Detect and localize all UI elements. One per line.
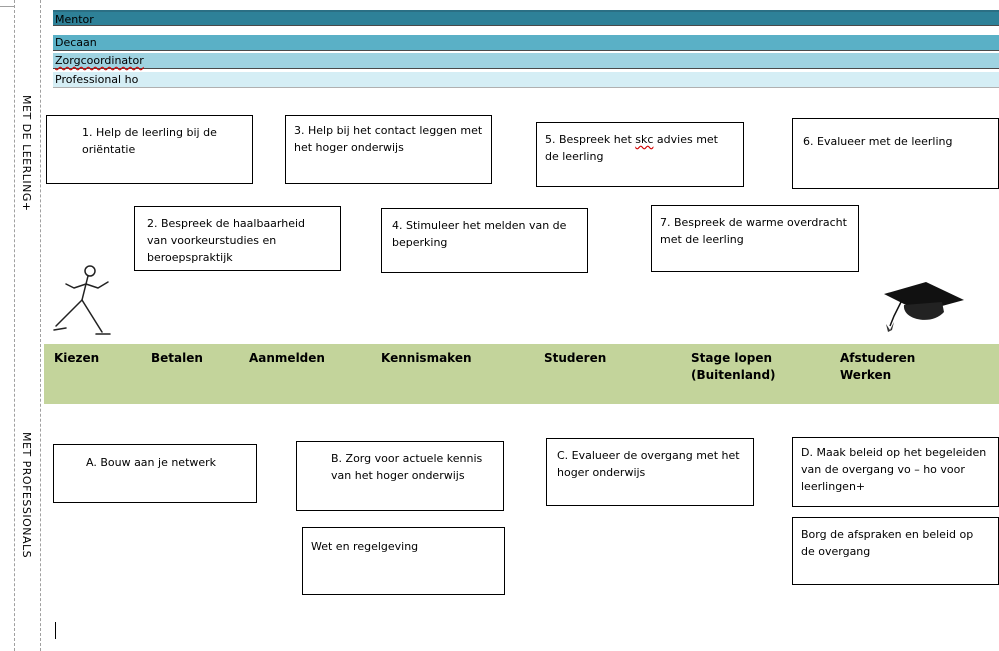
prof-step-b-box: B. Zorg voor actuele kennis van het hoge… [296,441,504,511]
stage-bar [44,344,999,404]
prof-step-d-text: D. Maak beleid op het begeleiden van de … [801,446,987,493]
margin-tick [0,6,14,7]
margin-guide-outer [14,0,15,651]
side-label-professionals: MET PROFESSIONALS [20,432,33,559]
step-3-box: 3. Help bij het contact leggen met het h… [285,115,492,184]
step-6-text: 6. Evalueer met de leerling [803,135,953,148]
stage-betalen: Betalen [151,351,203,365]
stage-aanmelden: Aanmelden [249,351,325,365]
stage-kiezen: Kiezen [54,351,100,365]
stage-kennismaken: Kennismaken [381,351,472,365]
prof-step-c-text: C. Evalueer de overgang met het hoger on… [557,449,740,479]
step-1-text: 1. Help de leerling bij de oriëntatie [82,126,217,156]
prof-wet-box: Wet en regelgeving [302,527,505,595]
role-band-professional-ho: Professional ho [53,72,999,88]
prof-step-d-box: D. Maak beleid op het begeleiden van de … [792,437,999,507]
role-band-decaan: Decaan [53,35,999,51]
stage-afstuderen-line-2: Werken [840,368,892,382]
prof-borg-text: Borg de afspraken en beleid op de overga… [801,528,974,558]
running-figure-icon [53,265,111,335]
role-label-zorgcoordinator: Zorgcoordinator [55,54,144,67]
step-5-box: 5. Bespreek het skc advies met de leerli… [536,122,744,187]
step-1-box: 1. Help de leerling bij de oriëntatie [46,115,253,184]
step-5-text-c: advies met de leerling [545,133,718,163]
step-7-text: 7. Bespreek de warme overdracht met de l… [660,216,847,246]
prof-borg-box: Borg de afspraken en beleid op de overga… [792,517,999,585]
role-band-zorgcoordinator: Zorgcoordinator [53,53,999,69]
margin-guide-inner [40,0,41,651]
prof-step-c-box: C. Evalueer de overgang met het hoger on… [546,438,754,506]
step-6-box: 6. Evalueer met de leerling [792,118,999,189]
step-2-text: 2. Bespreek de haalbaarheid van voorkeur… [147,217,306,264]
stage-stage-lopen-line-2: (Buitenland) [691,368,776,382]
stage-studeren: Studeren [544,351,607,365]
step-2-box: 2. Bespreek de haalbaarheid van voorkeur… [134,206,341,271]
role-band-mentor: Mentor [53,10,999,26]
graduation-cap-icon [884,282,964,332]
stage-stage-lopen-line-1: Stage lopen [691,351,773,365]
step-4-text: 4. Stimuleer het melden van de beperking [392,219,567,249]
step-5-text-a: 5. Bespreek het [545,133,636,146]
prof-wet-text: Wet en regelgeving [311,540,419,553]
prof-step-a-box: A. Bouw aan je netwerk [53,444,257,503]
step-3-text: 3. Help bij het contact leggen met het h… [294,124,483,154]
step-5-text-b: skc [635,133,654,146]
step-4-box: 4. Stimuleer het melden van de beperking [381,208,588,273]
step-7-box: 7. Bespreek de warme overdracht met de l… [651,205,859,272]
stage-stage-lopen: Stage lopen (Buitenland) [691,350,776,384]
prof-step-a-text: A. Bouw aan je netwerk [86,456,217,469]
stage-afstuderen-line-1: Afstuderen [840,351,916,365]
prof-step-b-text: B. Zorg voor actuele kennis van het hoge… [331,452,483,482]
side-label-student: MET DE LEERLING+ [20,95,33,212]
text-cursor[interactable] [55,622,56,639]
